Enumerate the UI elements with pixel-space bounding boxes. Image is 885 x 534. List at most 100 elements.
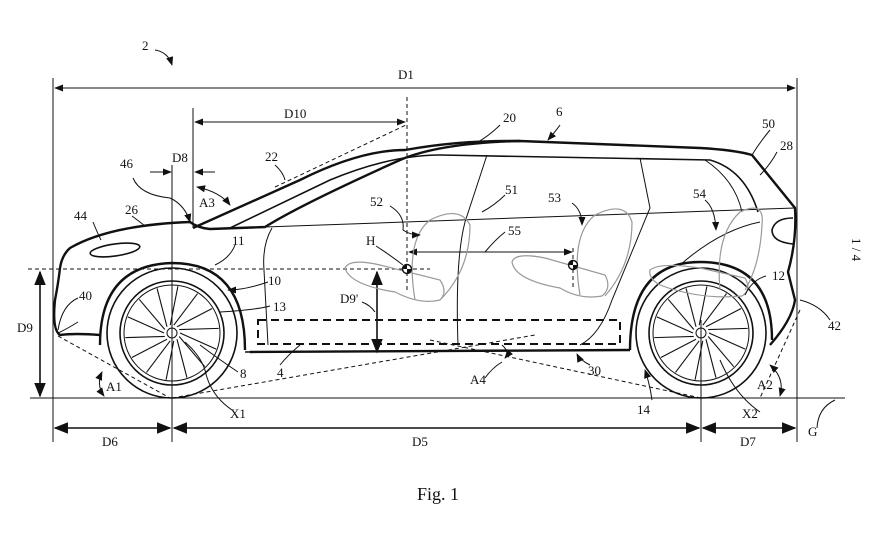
- leader-4: [279, 344, 301, 366]
- label-22: 22: [265, 149, 278, 164]
- label-14: 14: [637, 402, 651, 417]
- rear-wheel-arch: [628, 260, 774, 351]
- label-a2: A2: [757, 377, 773, 392]
- wheel-spoke: [708, 332, 746, 350]
- label-d10: D10: [284, 106, 306, 121]
- label-50: 50: [762, 116, 775, 131]
- label-55: 55: [508, 223, 521, 238]
- wheel-spoke: [173, 293, 198, 326]
- leader-g: [816, 399, 836, 429]
- wheel-spoke: [685, 288, 697, 327]
- leader-14: [644, 369, 653, 401]
- sheet-number: 1 / 4: [849, 238, 864, 262]
- label-11: 11: [232, 233, 245, 248]
- rear-seat: [649, 207, 763, 298]
- label-x1: X1: [230, 406, 246, 421]
- a-pillar-door-line: [263, 227, 273, 346]
- front-bumper-curve: [57, 321, 79, 334]
- breakover-line-rear: [429, 339, 702, 399]
- leader-51: [481, 194, 506, 213]
- leader-a4: [484, 361, 503, 379]
- label-2: 2: [142, 38, 149, 53]
- leader-x2: [719, 359, 761, 413]
- label-42: 42: [828, 318, 841, 333]
- wheel-spoke: [127, 316, 165, 334]
- label-6: 6: [556, 104, 563, 119]
- wheel-spoke: [156, 288, 168, 327]
- label-a4: A4: [470, 372, 486, 387]
- leader-6: [547, 124, 561, 141]
- leader-42: [799, 299, 831, 321]
- middle-seat: [511, 208, 633, 298]
- wheel-spoke: [694, 340, 704, 380]
- departure-angle-line: [759, 309, 801, 399]
- leader-28: [759, 151, 778, 176]
- front-light: [89, 242, 141, 258]
- label-10: 10: [268, 273, 281, 288]
- wheel-spoke: [667, 298, 695, 330]
- wheel-spoke: [165, 340, 175, 380]
- label-a1: A1: [106, 379, 122, 394]
- leader-2: [154, 49, 174, 66]
- wheel-spoke: [178, 336, 206, 368]
- label-d5: D5: [412, 434, 428, 449]
- wheel-spoke: [176, 308, 213, 328]
- hip-point-middle-fill: [568, 260, 578, 270]
- label-28: 28: [780, 138, 793, 153]
- leader-h: [375, 245, 404, 266]
- label-30: 30: [588, 363, 601, 378]
- label-12: 12: [772, 268, 785, 283]
- approach-angle-line: [57, 335, 171, 399]
- wheel-spoke: [675, 340, 700, 373]
- wheel-spoke: [705, 308, 742, 328]
- label-x2: X2: [742, 406, 758, 421]
- wheel-spoke: [660, 338, 697, 358]
- leader-55: [484, 231, 506, 253]
- leader-46: [132, 177, 192, 223]
- rear-light: [771, 217, 794, 245]
- label-d7: D7: [740, 434, 756, 449]
- a1-arc: [95, 371, 105, 397]
- a2-arc: [769, 364, 786, 397]
- wheel-spoke: [698, 286, 708, 326]
- label-40: 40: [79, 288, 92, 303]
- leader-d9prime: [361, 301, 376, 313]
- b-pillar: [456, 154, 488, 346]
- label-51: 51: [505, 182, 518, 197]
- label-4: 4: [277, 365, 284, 380]
- wheel-spoke: [176, 339, 188, 378]
- leader-44: [92, 221, 102, 241]
- battery-box: [257, 319, 621, 345]
- label-20: 20: [503, 110, 516, 125]
- label-h: H: [366, 233, 375, 248]
- leader-x1: [184, 341, 233, 411]
- label-d9: D9: [17, 320, 33, 335]
- wheel-spoke: [146, 340, 171, 373]
- front-seat: [344, 213, 471, 302]
- rear-wheel: [635, 267, 767, 399]
- wheel-spoke: [708, 327, 748, 331]
- label-46: 46: [120, 156, 134, 171]
- wheel-spoke: [654, 335, 694, 339]
- hip-point-front-fill: [402, 264, 412, 274]
- leader-11: [214, 244, 236, 266]
- d10-dashed-diagonal: [274, 124, 407, 188]
- label-52: 52: [370, 194, 383, 209]
- figure-caption: Fig. 1: [417, 484, 459, 504]
- label-d1: D1: [398, 67, 414, 82]
- wheel-spoke: [705, 339, 717, 378]
- leader-10: [227, 281, 269, 294]
- leader-8: [199, 344, 239, 373]
- label-53: 53: [548, 190, 561, 205]
- wheel-spoke: [169, 286, 179, 326]
- label-44: 44: [74, 208, 88, 223]
- leader-12: [744, 275, 767, 296]
- front-wheel-arch: [98, 261, 247, 351]
- label-a3: A3: [199, 195, 215, 210]
- a3-arc: [196, 185, 231, 206]
- leader-53: [571, 202, 586, 226]
- beltline: [209, 207, 796, 230]
- label-13: 13: [273, 299, 286, 314]
- leader-20: [477, 124, 501, 143]
